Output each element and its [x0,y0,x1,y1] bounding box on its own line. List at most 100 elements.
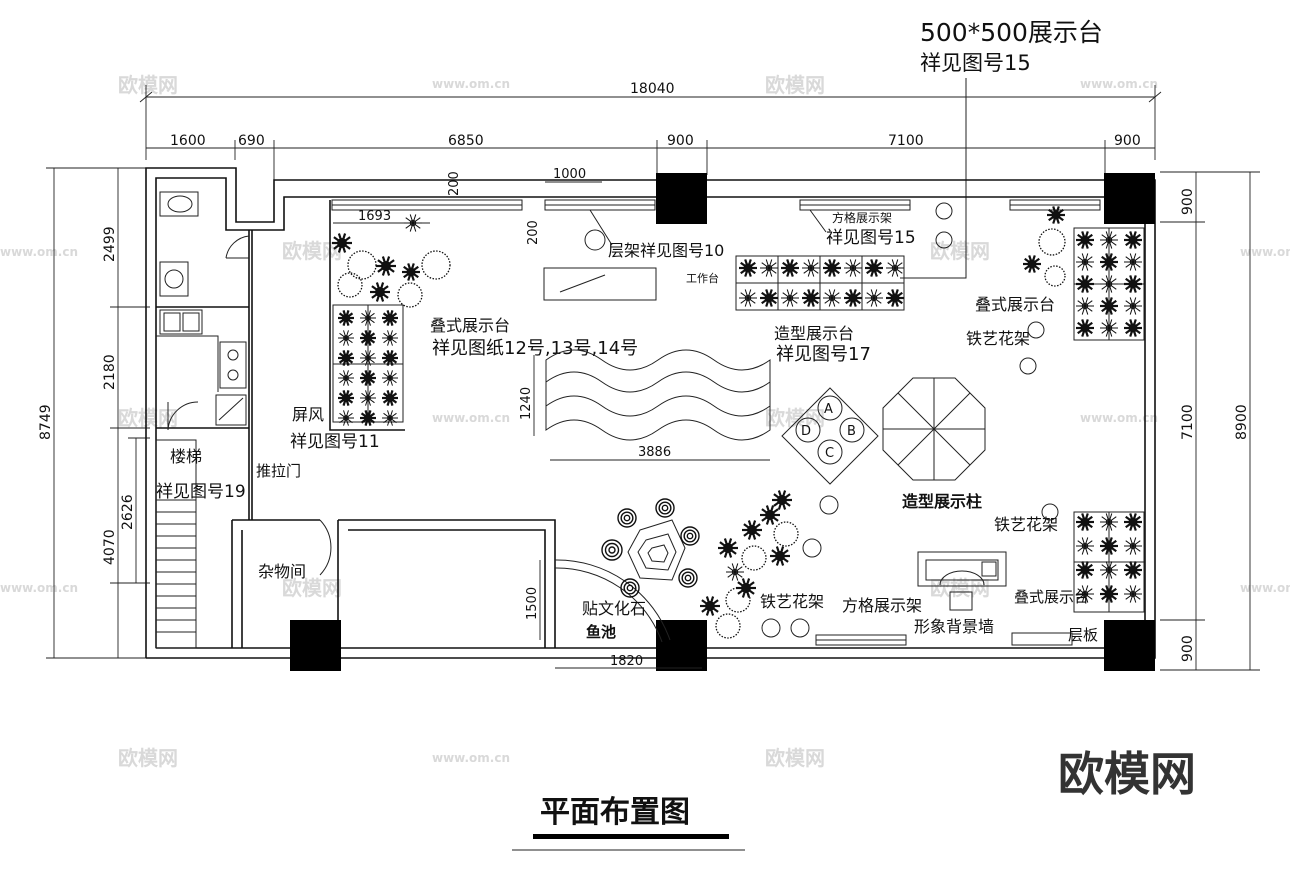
shrub-icon [1038,228,1066,256]
iron-rack-right2-label: 铁艺花架 [994,515,1058,534]
octagonal-display-column [882,377,986,481]
dim-1820: 1820 [610,654,643,669]
plant-icon [1023,255,1041,273]
round-stool [584,229,606,251]
plant-icon [865,289,883,307]
plant-icon [338,410,354,426]
watermark-url: www.om.cn [1080,77,1158,91]
left-stack-plants [338,310,398,426]
watermark-brand: 欧模网 [765,746,825,770]
plant-icon [760,259,778,277]
shrub-icon [741,545,767,571]
plant-icon [739,289,757,307]
top-dimensions: 18040 1600 690 6850 900 7100 900 [139,81,1162,185]
plant-icon [736,578,756,598]
plant-icon [718,538,738,558]
image-wall-label: 形象背景墙 [914,617,994,636]
watermark-layer: 欧模网 www.om.cn 欧模网 www.om.cn 欧模网 www.om.c… [0,73,1290,770]
dim-right-seg-2: 7100 [1180,404,1196,440]
plant-icon [1100,253,1118,271]
dim-left-seg-4: 4070 [102,529,118,565]
stairs [155,439,197,649]
culture-stone-label: 贴文化石 [582,599,646,618]
top-grid-label: 方格展示架 [832,210,892,225]
left-stack-ref: 祥见图纸12号,13号,14号 [432,338,638,359]
plant-icon [1100,231,1118,249]
left-dimensions: 8749 2499 2180 4070 2626 [38,167,150,659]
right-top-stack-label: 叠式展示台 [975,295,1055,314]
watermark-brand: 欧模网 [118,406,178,430]
plant-icon [1124,253,1142,271]
watermark-brand: 欧模网 [765,406,825,430]
shaped-display-table [545,349,771,441]
plant-icon [742,520,762,540]
plant-icon [360,390,376,406]
plant-icon [1076,275,1094,293]
dim-1000: 1000 [553,167,586,182]
dim-1693: 1693 [358,209,391,224]
plant-icon [726,563,744,581]
toilet-fixtures [159,191,250,297]
plant-icon [1124,561,1142,579]
screen-ref: 祥见图号11 [290,432,380,452]
dim-top-seg-6: 900 [1114,133,1141,149]
dim-top-seg-4: 900 [667,133,694,149]
plant-icon [781,259,799,277]
walls [145,167,1156,659]
plant-icon [1047,206,1065,224]
watermark-url: www.om.cn [1240,245,1290,259]
dim-top-seg-2: 690 [238,133,265,149]
shrub-icon [773,521,799,547]
title-underline [533,834,729,839]
plant-icon [844,259,862,277]
dim-1500: 1500 [525,587,540,620]
plant-icon [1100,297,1118,315]
shrub-icon [397,282,423,308]
stool-2 [935,231,953,249]
shrub-icon [337,272,363,298]
plant-icon [382,310,398,326]
plant-icon [404,214,422,232]
plant-icon [802,259,820,277]
shrub-icon [715,613,741,639]
plant-icon [338,350,354,366]
top-note-size: 500*500展示台 [920,18,1103,47]
iron-rack-bottom-label: 铁艺花架 [760,592,824,611]
plant-icon [338,370,354,386]
top-grid-ref: 祥见图号15 [826,228,916,248]
plant-icon [360,330,376,346]
left-stack-label: 叠式展示台 [430,316,510,335]
plant-icon [739,259,757,277]
plant-icon [1100,275,1118,293]
plant-icon [1100,585,1118,603]
reception-desk [917,551,1007,611]
top-note-ref: 祥见图号15 [920,51,1031,75]
plant-icon [1076,537,1094,555]
quad-display-table [781,387,879,485]
plant-icon [1124,319,1142,337]
structural-columns [290,173,1155,671]
top-note-leader [900,78,967,279]
plant-icon [760,289,778,307]
plant-icon [382,350,398,366]
dim-1240: 1240 [519,387,534,420]
top-right-plant-cluster [1023,206,1066,287]
watermark-brand: 欧模网 [282,576,342,600]
shrub-icon [1044,265,1066,287]
top-grid-shelf [735,255,905,311]
plant-icon [1076,561,1094,579]
watermark-url: www.om.cn [432,77,510,91]
watermark-url: www.om.cn [432,751,510,765]
plant-icon [886,289,904,307]
stone-icon [655,498,675,518]
top-windows [331,199,1101,211]
plant-icon [382,390,398,406]
stool-8 [802,538,822,558]
watermark-brand: 欧模网 [118,746,178,770]
watermark-brand: 欧模网 [118,73,178,97]
plant-icon [376,256,396,276]
plant-icon [1124,537,1142,555]
plant-icon [1124,513,1142,531]
dim-top-total: 18040 [630,81,675,97]
